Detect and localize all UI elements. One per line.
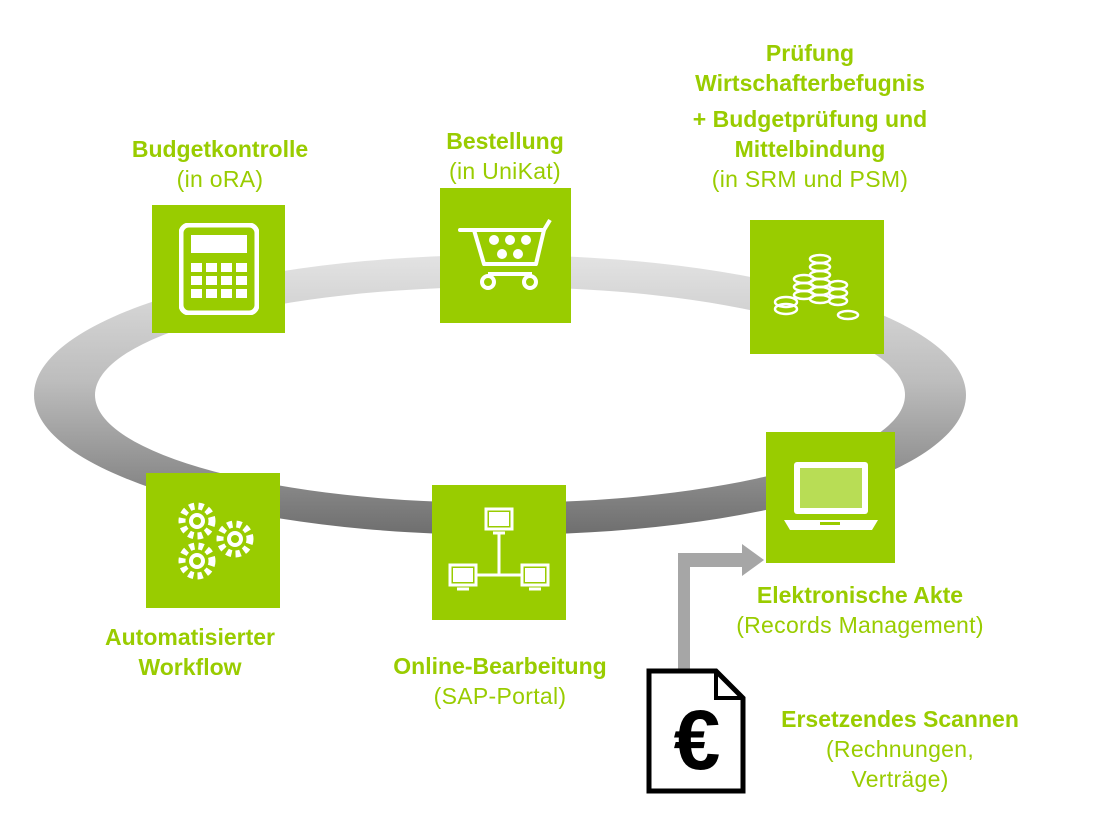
order-box (440, 188, 571, 323)
budget-label: Budgetkontrolle (in oRA) (80, 134, 360, 194)
online-label: Online-Bearbeitung (SAP-Portal) (350, 651, 650, 711)
calculator-icon (178, 223, 259, 315)
order-subtitle: (in UniKat) (449, 158, 561, 184)
check-title-2: Wirtschafterbefugnis (695, 70, 925, 96)
workflow-title-1: Automatisierter (105, 624, 275, 650)
network-computers-icon (448, 507, 550, 590)
scan-label: Ersetzendes Scannen (Rechnungen, Verträg… (740, 704, 1060, 794)
order-title: Bestellung (446, 128, 564, 154)
laptop-icon (783, 461, 878, 530)
check-title-1: Prüfung (765, 40, 855, 66)
arrow-scan-to-records (678, 544, 764, 678)
budget-box (152, 205, 285, 333)
budget-subtitle: (in oRA) (176, 166, 264, 192)
check-box (750, 220, 884, 354)
scan-subtitle-1: (Rechnungen, (825, 736, 975, 762)
check-title-3: + Budgetprüfung und (692, 106, 928, 132)
shopping-cart-icon (457, 218, 552, 290)
gears-icon (178, 502, 254, 579)
online-box (432, 485, 566, 620)
scan-subtitle-2: Verträge) (851, 766, 949, 792)
euro-symbol: € (673, 693, 721, 787)
euro-document: € (646, 668, 746, 794)
check-label: Prüfung Wirtschafterbefugnis + Budgetprü… (640, 38, 980, 194)
records-box (766, 432, 895, 563)
records-label: Elektronische Akte (Records Management) (690, 580, 1030, 640)
online-subtitle: (SAP-Portal) (433, 683, 567, 709)
scan-title: Ersetzendes Scannen (781, 706, 1019, 732)
check-title-4: Mittelbindung (734, 136, 886, 162)
records-subtitle: (Records Management) (736, 612, 984, 638)
workflow-title-2: Workflow (138, 654, 242, 680)
euro-document-icon (646, 668, 746, 794)
check-subtitle: (in SRM und PSM) (711, 166, 909, 192)
order-label: Bestellung (in UniKat) (380, 126, 630, 186)
budget-title: Budgetkontrolle (131, 136, 309, 162)
coin-stacks-icon (773, 253, 860, 321)
workflow-label: Automatisierter Workflow (60, 622, 320, 682)
workflow-box (146, 473, 280, 608)
records-title: Elektronische Akte (756, 582, 964, 608)
online-title: Online-Bearbeitung (393, 653, 607, 679)
